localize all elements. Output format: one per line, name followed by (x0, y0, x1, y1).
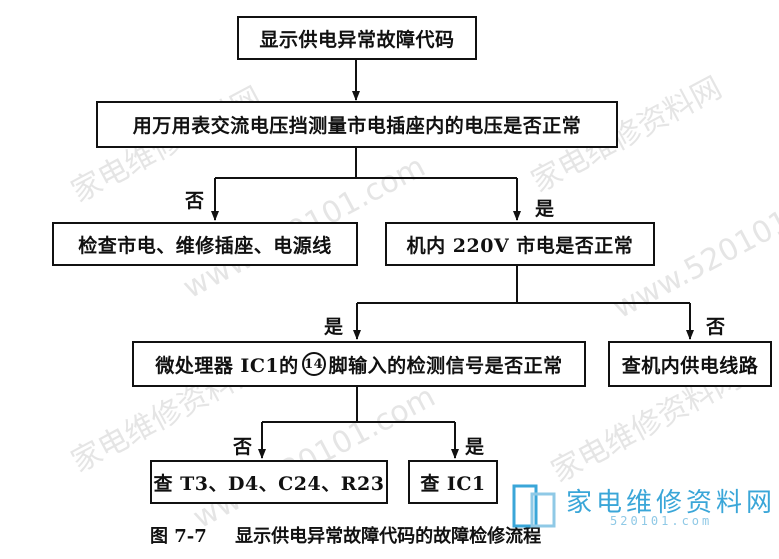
node-check-ic1: 查 IC1 (408, 460, 498, 504)
node-check-parts-text: 查 T3、D4、C24、R23 (153, 472, 385, 495)
figure-number: 图 7-7 (150, 526, 207, 547)
pin-number-badge: 14 (301, 352, 326, 376)
logo-site: 520101.com (610, 514, 713, 528)
label-yes: 是 (535, 198, 555, 220)
node-check-220v: 机内 220V 市电是否正常 (385, 222, 655, 266)
node-measure-voltage: 用万用表交流电压挡测量市电插座内的电压是否正常 (96, 101, 618, 148)
label-no: 否 (185, 190, 205, 212)
node-check-220v-text: 机内 220V 市电是否正常 (406, 234, 634, 257)
site-logo: 家电维修资料网 520101.com (510, 478, 778, 538)
label-no: 否 (233, 436, 253, 458)
label-no: 否 (706, 316, 726, 338)
node-check-supply-line: 查机内供电线路 (608, 341, 772, 387)
node-check-supply-line-text: 查机内供电线路 (621, 354, 759, 377)
node-start: 显示供电异常故障代码 (237, 16, 477, 60)
node-start-text: 显示供电异常故障代码 (259, 28, 455, 51)
label-yes: 是 (324, 316, 344, 338)
node-check-ic1-text: 查 IC1 (420, 472, 486, 495)
node-check-signal: 微处理器 IC1的 14 脚输入的检测信号是否正常 (132, 341, 586, 387)
logo-mark-icon (512, 484, 556, 528)
node-check-mains-text: 检查市电、维修插座、电源线 (78, 234, 332, 257)
node-check-mains: 检查市电、维修插座、电源线 (52, 222, 358, 266)
node-check-signal-post: 脚输入的检测信号是否正常 (328, 354, 563, 377)
figure-caption: 图 7-7 显示供电异常故障代码的故障检修流程 (150, 522, 541, 548)
node-check-signal-pre: 微处理器 IC1的 (155, 354, 299, 377)
node-measure-voltage-text: 用万用表交流电压挡测量市电插座内的电压是否正常 (132, 115, 582, 137)
figure-title: 显示供电异常故障代码的故障检修流程 (235, 526, 542, 547)
node-check-parts: 查 T3、D4、C24、R23 (150, 460, 388, 504)
logo-name: 家电维修资料网 (566, 488, 777, 518)
label-yes: 是 (465, 436, 485, 458)
